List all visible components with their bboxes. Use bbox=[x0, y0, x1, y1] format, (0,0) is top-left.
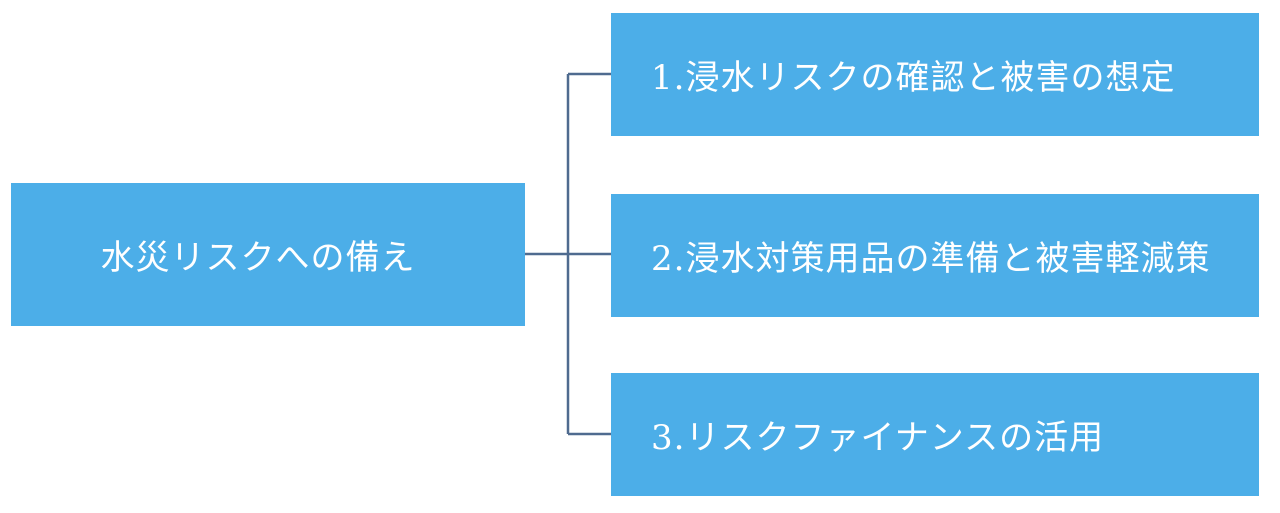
child-node-3-label: 3.リスクファイナンスの活用 bbox=[651, 418, 1105, 458]
root-node-label: 水災リスクへの備え bbox=[100, 238, 416, 278]
child-node-1-label: 1.浸水リスクの確認と被害の想定 bbox=[651, 58, 1176, 98]
child-node-1: 1.浸水リスクの確認と被害の想定 bbox=[611, 13, 1259, 136]
child-node-3: 3.リスクファイナンスの活用 bbox=[611, 373, 1259, 496]
root-node: 水災リスクへの備え bbox=[11, 183, 525, 326]
child-node-2: 2.浸水対策用品の準備と被害軽減策 bbox=[611, 194, 1259, 317]
child-node-2-label: 2.浸水対策用品の準備と被害軽減策 bbox=[651, 239, 1211, 279]
